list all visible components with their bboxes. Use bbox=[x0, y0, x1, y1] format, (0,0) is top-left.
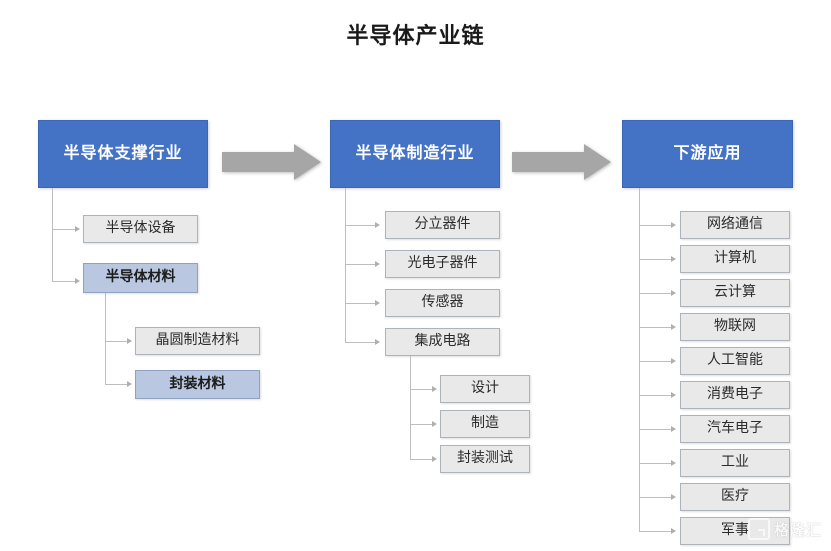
connector-arrow-sensor bbox=[375, 299, 380, 306]
connector-support-to-materials bbox=[52, 281, 75, 282]
connector-trunk-materials bbox=[105, 293, 106, 384]
connector-arrow-packaging bbox=[127, 380, 132, 387]
connector-arrow-wafer bbox=[127, 337, 132, 344]
connector-arrow-consumer bbox=[671, 391, 676, 398]
connector-arrow-materials bbox=[75, 277, 80, 284]
gelonghui-logo-icon bbox=[748, 518, 770, 540]
connector-trunk-downstream bbox=[639, 188, 640, 531]
connector-arrow-cloud bbox=[671, 289, 676, 296]
connector-arrow-network bbox=[671, 221, 676, 228]
node-semiconductor-materials[interactable]: 半导体材料 bbox=[83, 263, 198, 293]
connector-trunk-manufacturing bbox=[345, 188, 346, 343]
column-header-downstream[interactable]: 下游应用 bbox=[622, 120, 793, 188]
connector-ds-to-computer bbox=[639, 259, 671, 260]
connector-mfg-to-sensor bbox=[345, 303, 375, 304]
node-ic-packaging-testing[interactable]: 封装测试 bbox=[440, 445, 530, 473]
node-ic-fabrication[interactable]: 制造 bbox=[440, 410, 530, 438]
node-automotive-electronics[interactable]: 汽车电子 bbox=[680, 415, 790, 443]
connector-arrow-automotive bbox=[671, 425, 676, 432]
watermark: 格隆汇 bbox=[748, 518, 822, 540]
connector-ds-to-medical bbox=[639, 497, 671, 498]
node-integrated-circuit[interactable]: 集成电路 bbox=[385, 328, 500, 356]
arrow-manufacturing-to-downstream bbox=[512, 144, 611, 180]
connector-arrow-design bbox=[432, 385, 437, 392]
connector-arrow-ai bbox=[671, 357, 676, 364]
connector-arrow-ic bbox=[375, 338, 380, 345]
connector-arrow-iot bbox=[671, 323, 676, 330]
connector-mfg-to-discrete bbox=[345, 225, 375, 226]
node-military[interactable]: 军事 bbox=[680, 517, 790, 545]
connector-ds-to-cloud bbox=[639, 293, 671, 294]
connector-materials-to-wafer bbox=[105, 341, 127, 342]
node-ic-design[interactable]: 设计 bbox=[440, 375, 530, 403]
connector-arrow-optoelectronic bbox=[375, 260, 380, 267]
node-semiconductor-equipment[interactable]: 半导体设备 bbox=[83, 215, 198, 243]
page-title: 半导体产业链 bbox=[346, 23, 485, 48]
connector-arrow-industrial bbox=[671, 459, 676, 466]
connector-ds-to-military bbox=[639, 531, 671, 532]
connector-ds-to-ai bbox=[639, 361, 671, 362]
connector-ic-to-packaging-test bbox=[410, 459, 432, 460]
connector-materials-to-packaging bbox=[105, 384, 127, 385]
connector-ds-to-industrial bbox=[639, 463, 671, 464]
connector-trunk-ic bbox=[410, 356, 411, 459]
connector-arrow-military bbox=[671, 527, 676, 534]
connector-ds-to-consumer bbox=[639, 395, 671, 396]
connector-trunk-support bbox=[52, 188, 53, 281]
connector-arrow-computer bbox=[671, 255, 676, 262]
node-network-communication[interactable]: 网络通信 bbox=[680, 211, 790, 239]
connector-mfg-to-ic bbox=[345, 342, 375, 343]
node-artificial-intelligence[interactable]: 人工智能 bbox=[680, 347, 790, 375]
node-internet-of-things[interactable]: 物联网 bbox=[680, 313, 790, 341]
arrow-support-to-manufacturing bbox=[222, 144, 321, 180]
connector-ds-to-network bbox=[639, 225, 671, 226]
node-packaging-materials[interactable]: 封装材料 bbox=[135, 370, 260, 399]
connector-mfg-to-optoelectronic bbox=[345, 264, 375, 265]
node-consumer-electronics[interactable]: 消费电子 bbox=[680, 381, 790, 409]
connector-support-to-equipment bbox=[52, 229, 75, 230]
connector-ds-to-automotive bbox=[639, 429, 671, 430]
column-header-manufacturing[interactable]: 半导体制造行业 bbox=[330, 120, 500, 188]
connector-ic-to-design bbox=[410, 389, 432, 390]
connector-ic-to-fabrication bbox=[410, 424, 432, 425]
connector-arrow-packaging-test bbox=[432, 455, 437, 462]
column-header-support[interactable]: 半导体支撑行业 bbox=[38, 120, 208, 188]
node-optoelectronic-devices[interactable]: 光电子器件 bbox=[385, 250, 500, 278]
node-wafer-fab-materials[interactable]: 晶圆制造材料 bbox=[135, 327, 260, 355]
node-sensors[interactable]: 传感器 bbox=[385, 289, 500, 317]
node-computer[interactable]: 计算机 bbox=[680, 245, 790, 273]
connector-arrow-fabrication bbox=[432, 420, 437, 427]
node-discrete-devices[interactable]: 分立器件 bbox=[385, 211, 500, 239]
connector-arrow-equipment bbox=[75, 225, 80, 232]
connector-arrow-medical bbox=[671, 493, 676, 500]
node-medical[interactable]: 医疗 bbox=[680, 483, 790, 511]
connector-ds-to-iot bbox=[639, 327, 671, 328]
connector-arrow-discrete bbox=[375, 221, 380, 228]
node-cloud-computing[interactable]: 云计算 bbox=[680, 279, 790, 307]
node-industrial[interactable]: 工业 bbox=[680, 449, 790, 477]
watermark-text: 格隆汇 bbox=[774, 521, 823, 539]
